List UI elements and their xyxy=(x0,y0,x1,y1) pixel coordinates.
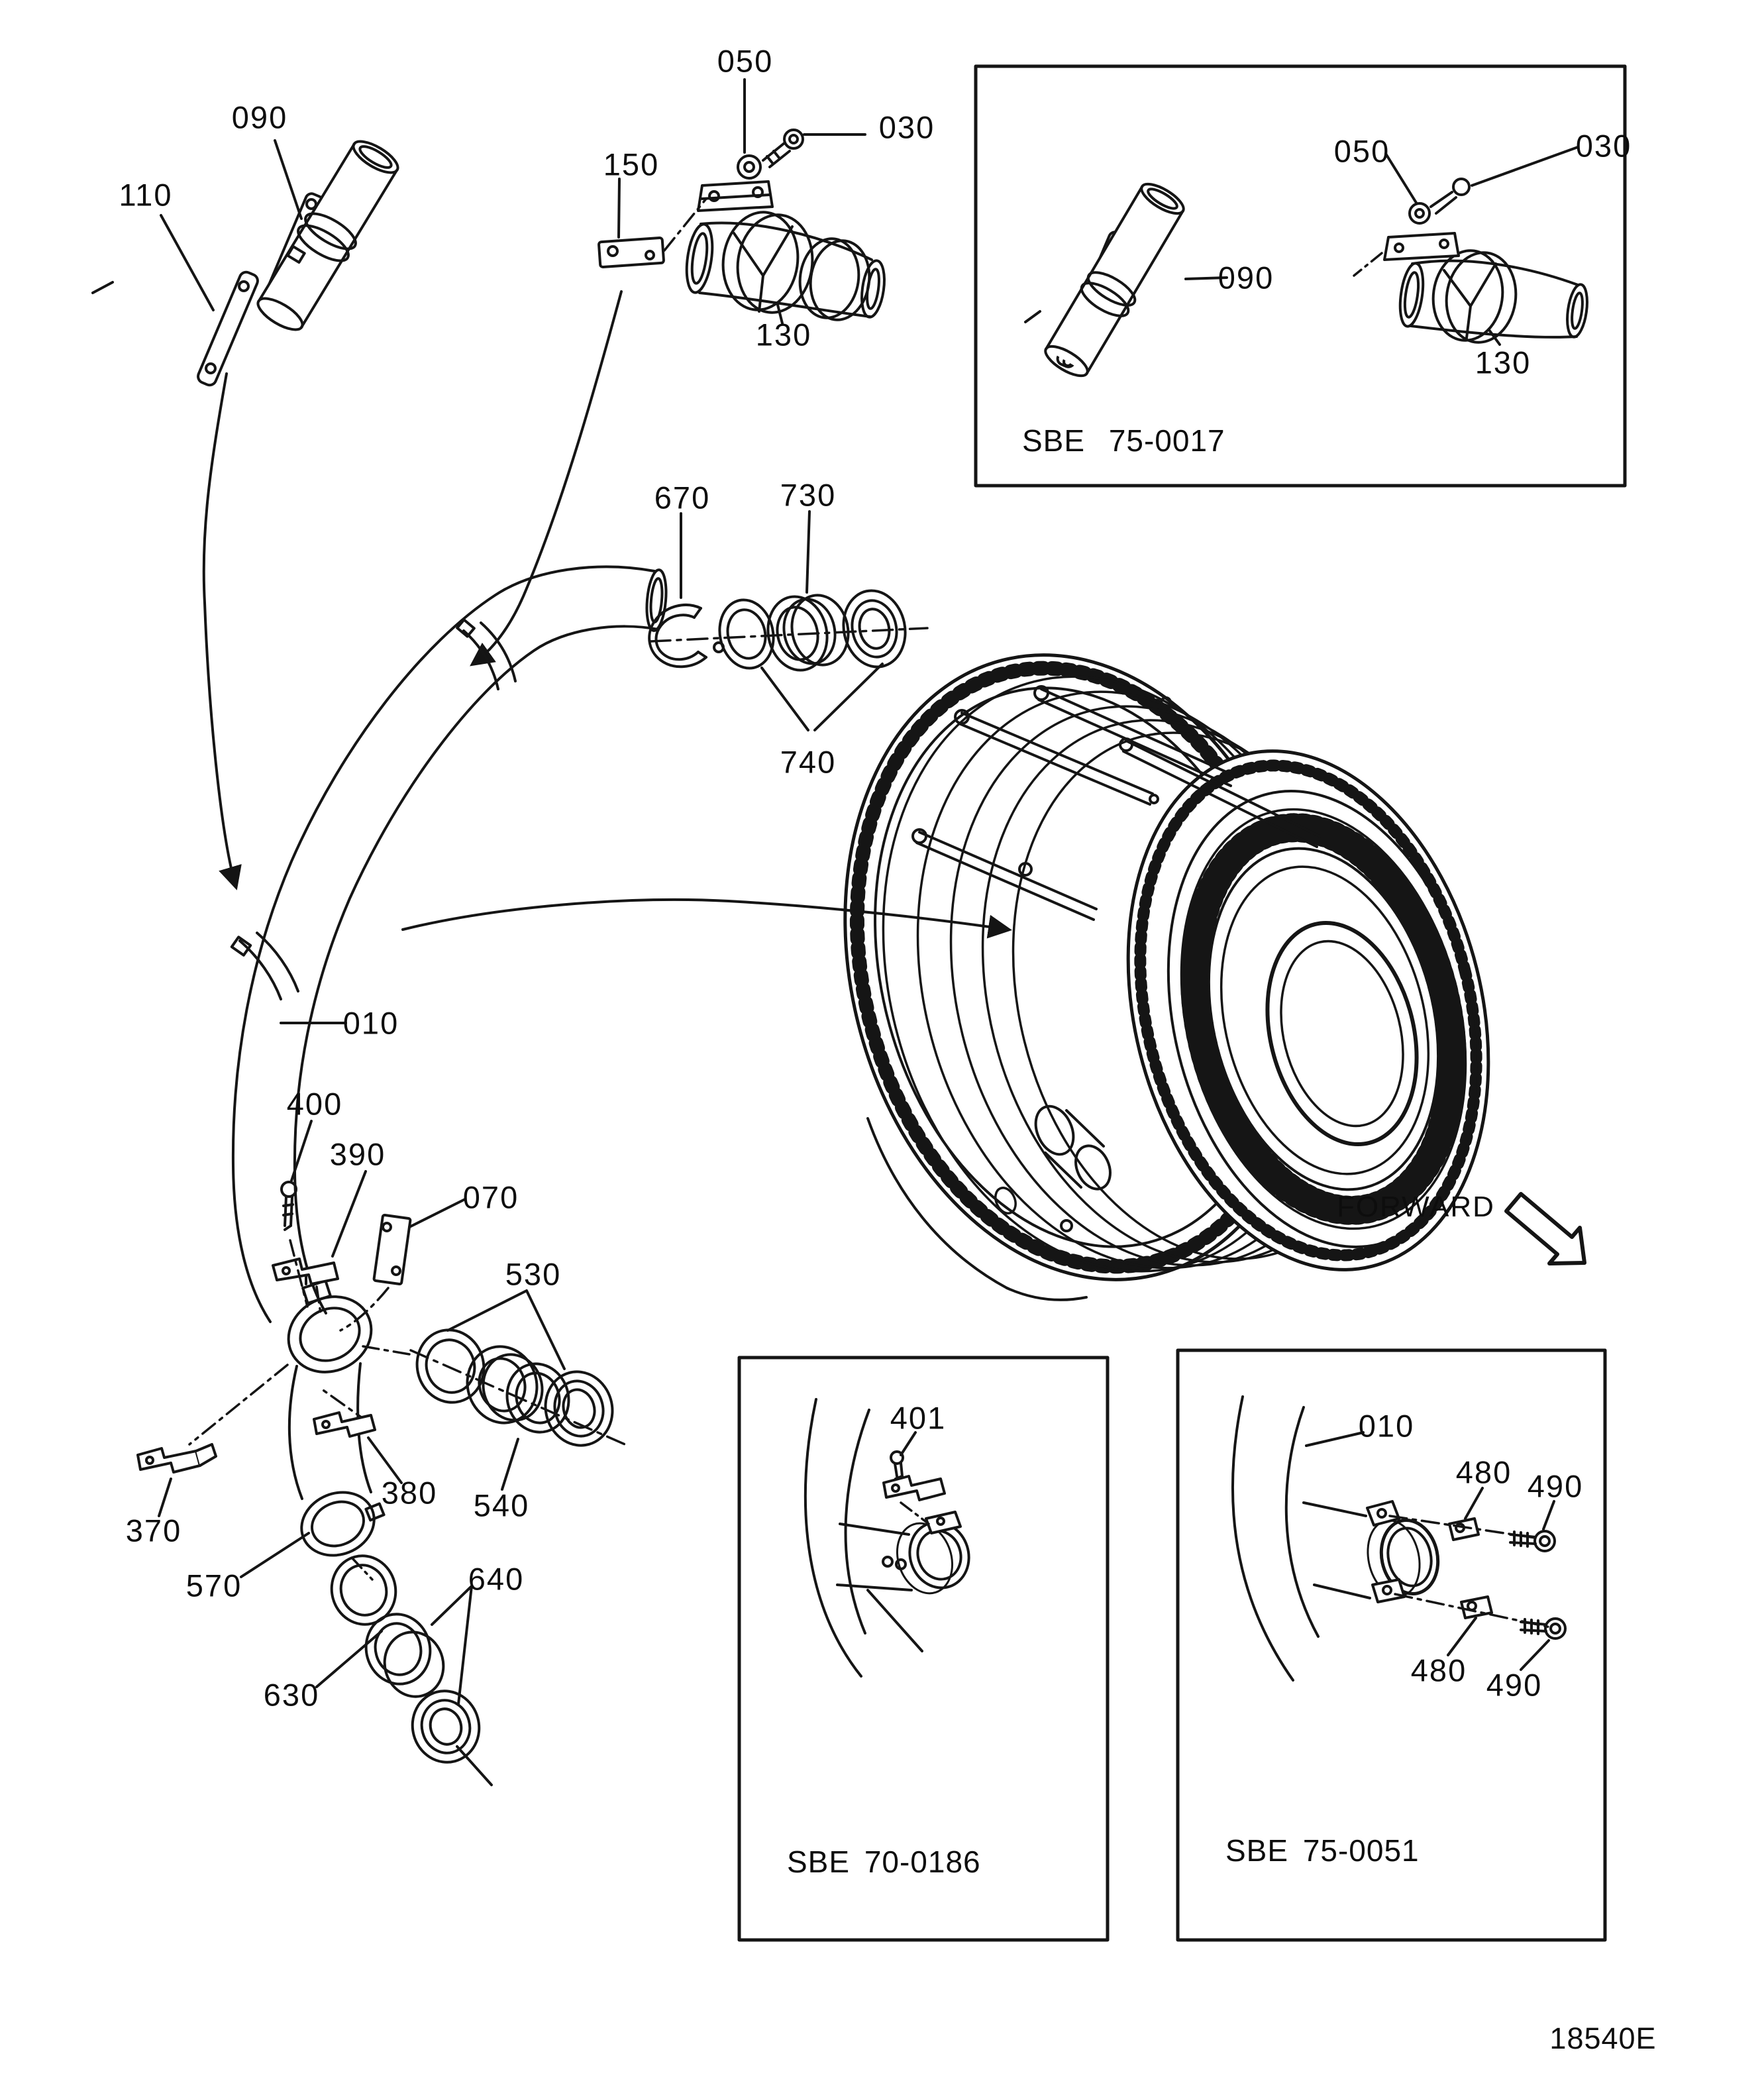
callout-090-inset17: 090 xyxy=(1218,260,1274,295)
callout-030: 030 xyxy=(878,109,935,145)
callout-540: 540 xyxy=(473,1487,530,1523)
seal-ring-row xyxy=(648,510,929,731)
callout-130: 130 xyxy=(755,317,812,352)
callout-530: 530 xyxy=(505,1256,562,1292)
callout-730: 730 xyxy=(780,477,837,513)
callout-640: 640 xyxy=(468,1561,525,1597)
callout-490-lower: 490 xyxy=(1486,1667,1543,1703)
callout-740: 740 xyxy=(780,744,837,780)
coupling-seal-set xyxy=(409,1289,629,1491)
forward-arrow xyxy=(1504,1192,1586,1265)
callout-480-upper: 480 xyxy=(1455,1454,1512,1490)
figure-code: 18540E xyxy=(1549,2021,1657,2055)
callout-050-inset17: 050 xyxy=(1333,133,1390,169)
callout-670: 670 xyxy=(654,480,711,515)
callout-370: 370 xyxy=(125,1513,182,1548)
callout-400: 400 xyxy=(286,1086,343,1122)
callout-130-inset17: 130 xyxy=(1475,345,1531,380)
inset-code-75-0017: SBE 75-0017 xyxy=(1022,423,1225,458)
callout-390: 390 xyxy=(329,1136,386,1172)
end-seal-rings xyxy=(240,1532,493,1786)
callout-490-upper: 490 xyxy=(1527,1468,1584,1504)
clamp-group-topleft xyxy=(91,139,399,890)
callout-480-lower: 480 xyxy=(1410,1652,1467,1688)
inset-box-75-0017 xyxy=(974,64,1627,488)
callout-380: 380 xyxy=(381,1475,438,1511)
forward-label: FORWARD xyxy=(1337,1191,1495,1223)
callout-030-inset17: 030 xyxy=(1575,128,1632,164)
callout-070: 070 xyxy=(462,1179,519,1215)
callout-570: 570 xyxy=(185,1568,242,1603)
duct-attach-parts xyxy=(136,1120,466,1517)
callout-110: 110 xyxy=(119,177,173,213)
callout-150: 150 xyxy=(603,146,660,182)
inset-box-70-0186 xyxy=(737,1356,1110,1942)
inset-code-70-0186: SBE 70-0186 xyxy=(787,1845,981,1879)
callout-050: 050 xyxy=(717,43,774,79)
callout-630: 630 xyxy=(263,1677,320,1713)
callout-010-main: 010 xyxy=(342,1005,399,1041)
callout-010-inset51: 010 xyxy=(1358,1408,1415,1444)
callout-401-inset86: 401 xyxy=(890,1400,947,1436)
inset-box-75-0051 xyxy=(1176,1348,1607,1942)
inset-code-75-0051: SBE 75-0051 xyxy=(1225,1833,1420,1868)
callout-090-topleft: 090 xyxy=(231,99,288,135)
engine-drawing xyxy=(843,653,1490,1301)
